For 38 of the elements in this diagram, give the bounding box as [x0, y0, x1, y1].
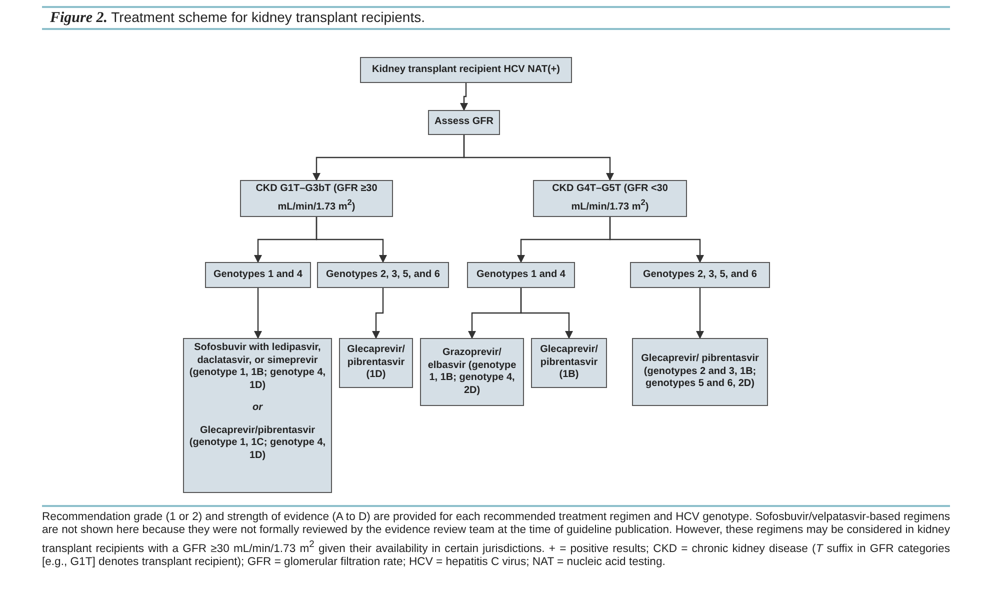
process-box — [632, 338, 768, 406]
arrow — [463, 135, 614, 181]
figure-title: Figure 2. Treatment scheme for kidney transplant recipients. — [49, 9, 425, 27]
box-text: CKD G1T–G3bT (GFR ≥30 mL/min/1.73 m$^{2}$) — [254, 183, 378, 214]
box-text: Genotypes 2, 3, 5, and 6 — [326, 268, 440, 282]
arrow — [609, 217, 704, 263]
figure-caption: Recommendation grade (1 or 2) and strength of evidence (A to D) are provided for each recommended treatment regimen and HCV genotype. Sofosbuvir/velpatasvir-based regimens are not shown here because they were not formally reviewed by the evidence review team at the time of guideline publication. However, these regimens may be considered in kidney transplant recipients with a GFR ≥30 mL/min/1.73 m$^{2}$ given their availability in certain jurisdictions. + = positive results; CKD = chronic kidney disease (T suffix in GFR categories [e.g., G1T] denotes transplant recipient); GFR = glomerular filtration rate; HCV = hepatitis C virus; NAT = nucleic acid testing. — [42, 505, 950, 569]
box-text: Genotypes 1 and 4 — [476, 268, 566, 282]
box-text: Genotypes 1 and 4 — [214, 268, 302, 282]
box-text: Glecaprevir/pibrentasvir (genotype 1, 1C; genotype 4, 1D) — [188, 424, 327, 462]
process-box — [630, 262, 770, 288]
arrow — [520, 288, 573, 339]
process-box — [360, 57, 572, 83]
process-box — [183, 338, 332, 493]
process-box — [428, 110, 500, 135]
arrow — [372, 288, 384, 339]
arrow — [316, 217, 387, 263]
box-text: Genotypes 2, 3, 5, and 6 — [643, 268, 757, 282]
process-box — [240, 180, 393, 217]
box-text: Grazoprevir/ elbasvir (genotype 1, 1B; genotype 4, 2D) — [426, 347, 518, 397]
box-text: Assess GFR — [434, 116, 494, 129]
process-box — [317, 262, 449, 288]
arrow — [696, 288, 704, 339]
process-box — [420, 338, 524, 406]
box-text: Glecaprevir/ pibrentasvir (1D) — [346, 344, 406, 382]
box-text: Kidney transplant recipient HCV NAT(+) — [372, 64, 560, 76]
box-text: or — [252, 402, 262, 414]
arrow — [460, 83, 468, 111]
process-box — [533, 180, 687, 217]
box-text: Glecaprevir/ pibrentasvir (1B) — [539, 344, 599, 382]
process-box — [205, 262, 311, 288]
process-box — [339, 338, 413, 388]
box-text: CKD G4T–G5T (GFR <30 mL/min/1.73 m$^{2}$) — [551, 183, 669, 214]
box-text: Glecaprevir/ pibrentasvir (genotypes 2 and 3, 1B; genotypes 5 and 6, 2D) — [640, 353, 760, 391]
box-text: Sofosbuvir with ledipasvir, daclatasvir, or simeprevir (genotype 1, 1B; genotype 4, 1D) — [188, 342, 327, 392]
arrow — [254, 288, 262, 339]
process-box — [531, 338, 607, 388]
process-box — [467, 262, 575, 288]
